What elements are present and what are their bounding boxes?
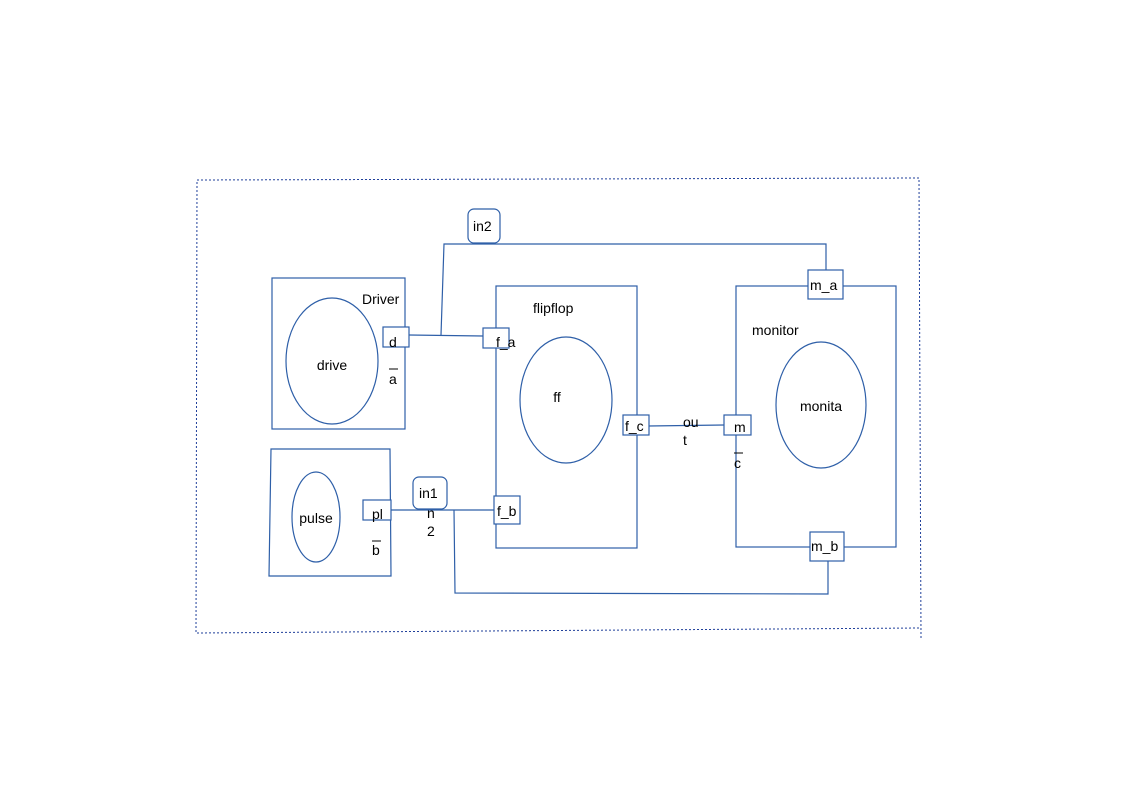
ff-ellipse[interactable] <box>519 336 613 464</box>
net-n2-line2: 2 <box>427 523 435 539</box>
net-c-label: c <box>734 455 741 471</box>
port-m-b-label: m_b <box>811 538 838 554</box>
port-f-b-label: f_b <box>497 503 517 519</box>
wire-d-fa <box>408 334 484 337</box>
net-in2-label: in2 <box>473 218 492 234</box>
port-f-a[interactable] <box>482 327 510 349</box>
port-f-b[interactable] <box>493 495 521 525</box>
monita-ellipse[interactable] <box>775 341 867 469</box>
port-m[interactable] <box>723 414 752 436</box>
monitor-title: monitor <box>752 322 799 338</box>
port-d[interactable] <box>382 326 410 348</box>
net-out-line2: t <box>683 432 687 448</box>
net-b-label: b <box>372 542 380 558</box>
net-out-line1: ou <box>683 414 699 430</box>
drive-ellipse[interactable] <box>285 297 379 425</box>
port-f-c-label: f_c <box>625 418 644 434</box>
port-m-b[interactable] <box>809 531 845 562</box>
wire-in2 <box>440 243 827 336</box>
net-in1-label: in1 <box>419 485 438 501</box>
wire-fc-m <box>647 424 725 427</box>
port-m-label: m <box>734 419 746 435</box>
net-in1-box[interactable] <box>412 476 448 510</box>
port-f-c[interactable] <box>622 414 650 436</box>
net-in2-box[interactable] <box>467 208 501 244</box>
driver-title: Driver <box>362 291 400 307</box>
pulse-block[interactable] <box>268 448 392 577</box>
port-f-a-label: f_a <box>496 334 516 350</box>
port-pl-label: pl <box>372 506 383 522</box>
monita-label: monita <box>800 398 842 414</box>
drive-label: drive <box>317 357 348 373</box>
flipflop-title: flipflop <box>533 300 574 316</box>
pulse-label: pulse <box>299 510 333 526</box>
driver-block[interactable] <box>271 277 406 430</box>
port-d-label: d <box>389 334 397 350</box>
wire-in1 <box>453 509 829 595</box>
net-n2-line1: n <box>427 505 435 521</box>
pulse-ellipse[interactable] <box>291 471 341 563</box>
outer-frame <box>195 177 922 639</box>
ff-label: ff <box>553 389 561 405</box>
port-m-a-label: m_a <box>810 277 837 293</box>
port-m-a[interactable] <box>807 269 844 300</box>
net-a-label: a <box>389 371 397 387</box>
